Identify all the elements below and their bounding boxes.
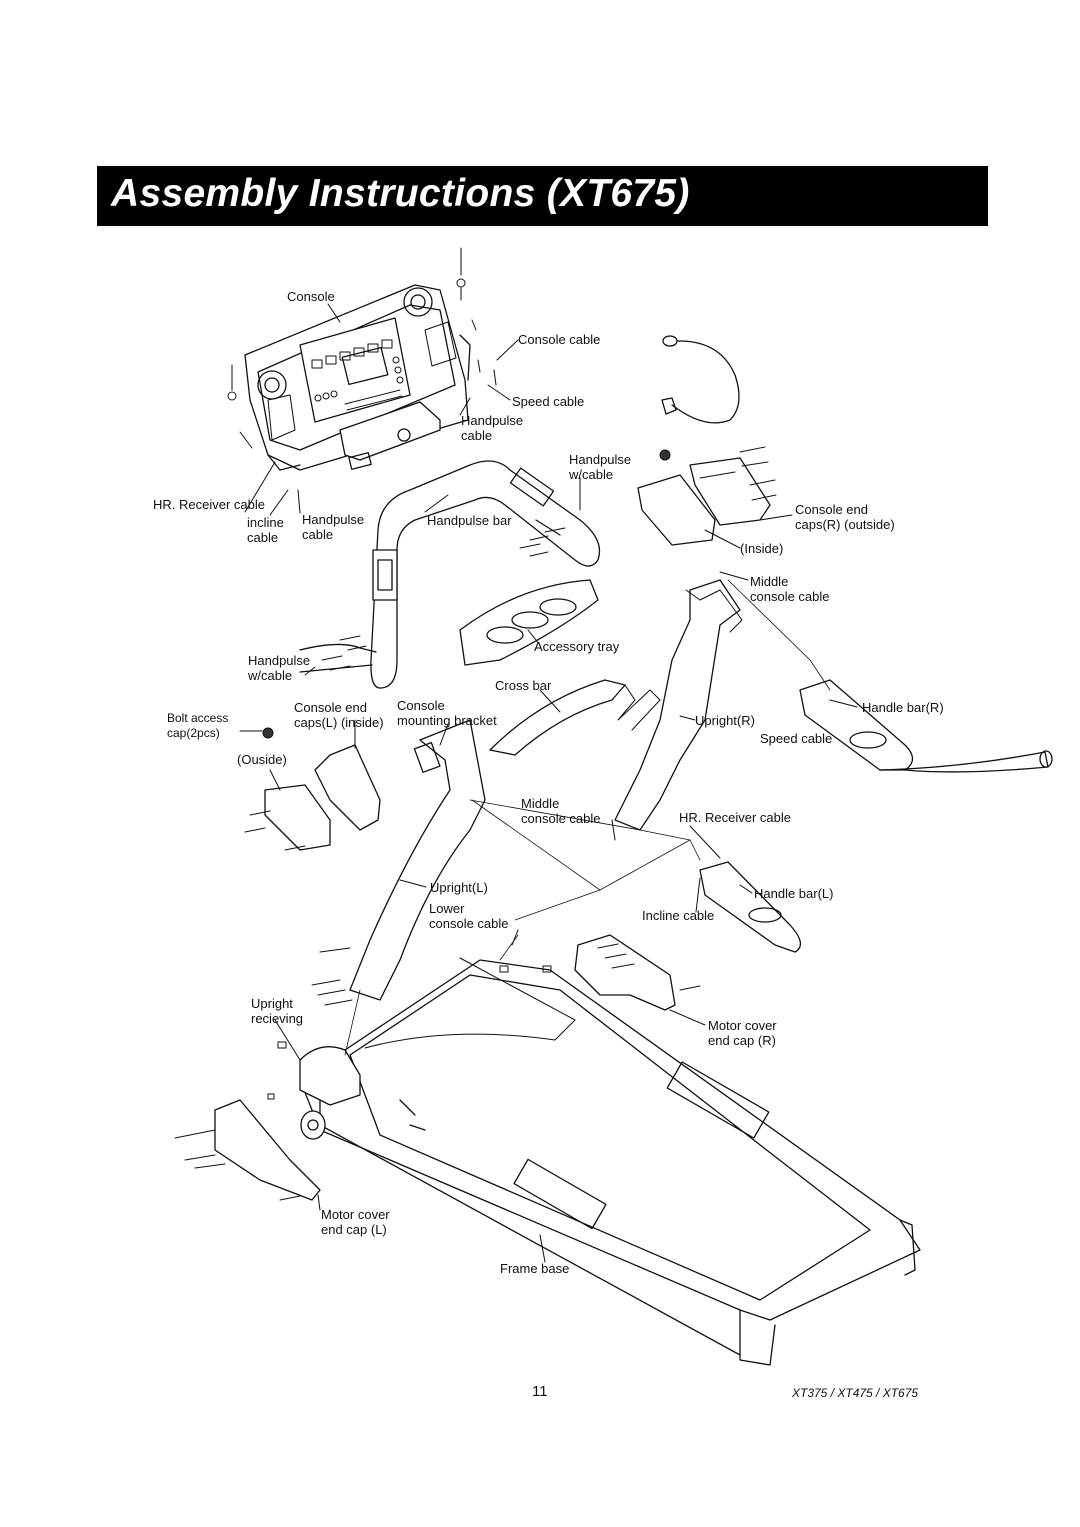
title-bar: Assembly Instructions (XT675) — [97, 166, 988, 226]
handpulse-bar-part — [299, 460, 601, 689]
handle-bar-l-part — [699, 861, 802, 953]
accessory-tray-part — [459, 579, 599, 666]
label-handpulse-bar: Handpulse bar — [427, 513, 512, 528]
page-number: 11 — [532, 1383, 548, 1400]
label-handle-bar-l: Handle bar(L) — [754, 886, 834, 901]
cable-lines — [344, 579, 831, 1056]
console-end-caps-l — [264, 744, 381, 851]
motor-cover-end-cap-r — [574, 934, 676, 1011]
label-speed-cable-top: Speed cable — [512, 394, 585, 409]
upright-l-part — [349, 719, 486, 1001]
label-accessory-tray: Accessory tray — [534, 639, 620, 654]
label-speed-cable-right: Speed cable — [760, 731, 833, 746]
motor-cover-end-cap-l — [214, 1099, 321, 1201]
label-console-cable: Console cable — [518, 332, 601, 347]
handpulse-bar-bolts — [321, 527, 566, 671]
label-hr-receiver-cable-top: HR. Receiver cable — [153, 497, 265, 512]
label-upright-l: Upright(L) — [430, 880, 488, 895]
upright-r-part — [614, 579, 743, 831]
label-ouside: (Ouside) — [237, 752, 287, 767]
frame-base-part — [299, 957, 921, 1366]
label-hr-receiver-cable-right: HR. Receiver cable — [679, 810, 791, 825]
console-bolts — [227, 247, 497, 449]
label-frame-base: Frame base — [500, 1261, 570, 1276]
label-console: Console — [287, 289, 335, 304]
label-upright-r: Upright(R) — [695, 713, 755, 728]
console-part — [244, 284, 471, 471]
cross-bar-part — [489, 679, 661, 756]
leader-lines — [239, 303, 858, 1263]
page-title: Assembly Instructions (XT675) — [111, 172, 690, 215]
label-cross-bar: Cross bar — [495, 678, 552, 693]
label-handle-bar-r: Handle bar(R) — [862, 700, 944, 715]
handle-bar-r-part — [799, 679, 1053, 773]
label-incline-cable-right: Incline cable — [642, 908, 715, 923]
label-inside: (Inside) — [740, 541, 784, 556]
model-numbers: XT375 / XT475 / XT675 — [792, 1386, 919, 1400]
console-end-caps-r — [637, 457, 771, 546]
handpulse-sensor-cable — [661, 335, 740, 424]
